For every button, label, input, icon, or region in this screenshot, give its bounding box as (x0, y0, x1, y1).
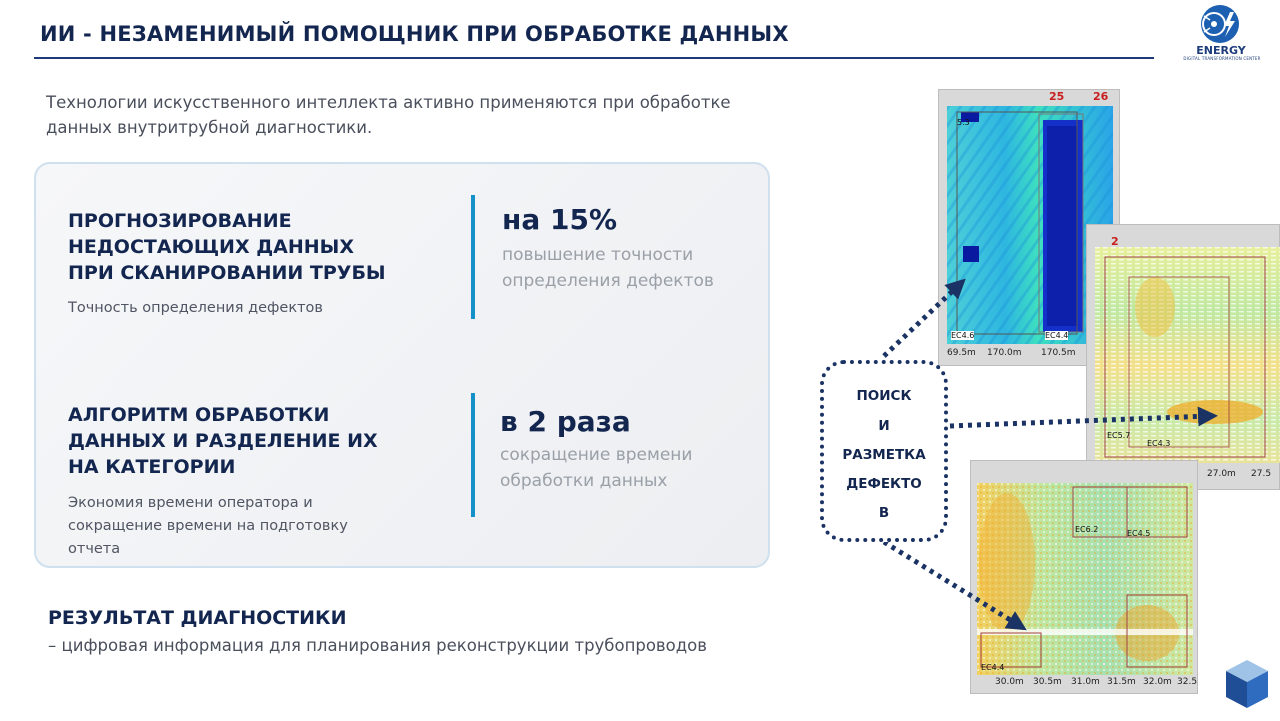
feature-1-value: на 15% (502, 203, 618, 236)
result-title: РЕЗУЛЬТАТ ДИАГНОСТИКИ (48, 607, 347, 629)
scan-defect-label: 5.3 (957, 118, 970, 127)
arrow-to-top-scan (882, 278, 966, 358)
scan-defect-label: EC4.3 (1147, 439, 1171, 448)
scan-image-bottom: EC6.2 EC4.5 EC4.4 30.0m 30.5m 31.0m 31.5… (970, 460, 1198, 694)
slide-title: ИИ - НЕЗАМЕНИМЫЙ ПОМОЩНИК ПРИ ОБРАБОТКЕ … (40, 22, 789, 46)
intro-line: Технологии искусственного интеллекта акт… (46, 93, 731, 112)
arrow-to-bottom-scan (882, 539, 1027, 631)
scan-defect-label: EC5.7 (1107, 431, 1131, 440)
scan-scale-label: 30.5m (1033, 677, 1062, 687)
cube-logo-icon (1226, 660, 1268, 708)
value-desc-line: обработки данных (500, 471, 668, 491)
feature-title-line: НЕДОСТАЮЩИХ ДАННЫХ (68, 236, 354, 258)
scan-marker: 25 (1049, 90, 1065, 103)
callout-line: РАЗМЕТКА (842, 447, 926, 463)
feature-title-line: ПРИ СКАНИРОВАНИИ ТРУБЫ (68, 262, 386, 284)
scan-scale-label: 31.0m (1071, 677, 1100, 687)
feature-subtitle-line: отчета (68, 541, 121, 557)
scan-scale-label: 170.0m (987, 348, 1022, 358)
scan-scale-label: 32.0m (1143, 677, 1172, 687)
scan-heatmap-middle (1095, 247, 1280, 463)
features-panel (34, 162, 770, 568)
callout-line: И (878, 418, 890, 434)
feature-2-subtitle: Экономия времени оператора и сокращение … (68, 492, 348, 561)
arrow-to-middle-scan (949, 406, 1218, 429)
feature-2-value-desc: сокращение времени обработки данных (500, 442, 692, 494)
callout-line: ДЕФЕКТО (846, 476, 922, 492)
feature-1-value-desc: повышение точности определения дефектов (502, 242, 714, 294)
feature-subtitle-line: Экономия времени оператора и (68, 495, 313, 511)
scan-scale-label: 27.5 (1251, 469, 1272, 479)
feature-1-title: ПРОГНОЗИРОВАНИЕ НЕДОСТАЮЩИХ ДАННЫХ ПРИ С… (68, 208, 386, 286)
feature-title-line: АЛГОРИТМ ОБРАБОТКИ (68, 404, 330, 426)
title-underline (34, 57, 1154, 59)
value-desc-line: определения дефектов (502, 271, 714, 291)
feature-title-line: НА КАТЕГОРИИ (68, 456, 236, 478)
feature-1-accent-bar (471, 195, 475, 319)
scan-marker: 2 (1111, 235, 1119, 248)
scan-scale-label: 170.5m (1041, 348, 1076, 358)
scan-defect-label: EC6.2 (1075, 525, 1099, 534)
feature-title-line: ПРОГНОЗИРОВАНИЕ (68, 210, 292, 232)
scan-scale-label: 30.0m (995, 677, 1024, 687)
defect-search-callout (820, 360, 948, 542)
feature-1-subtitle: Точность определения дефектов (68, 300, 323, 316)
intro-line: данных внутритрубной диагностики. (46, 118, 373, 137)
logo-subtitle: DIGITAL TRANSFORMATION CENTER (1183, 56, 1261, 61)
feature-subtitle-line: сокращение времени на подготовку (68, 518, 348, 534)
scan-heatmap-bottom (977, 483, 1193, 675)
scan-scale-label: 31.5m (1107, 677, 1136, 687)
scan-marker: 26 (1093, 90, 1109, 103)
energy-logo-icon (1201, 5, 1239, 43)
scan-image-top: 25 26 5.3 EC4.6 EC4.4 69.5m 170.0m 170.5… (938, 89, 1120, 366)
scan-image-middle: 2 EC5.7 EC4.3 27.0m 27.5 (1086, 224, 1280, 490)
scan-heatmap-top (947, 106, 1113, 344)
result-description: – цифровая информация для планирования р… (48, 636, 707, 655)
intro-text: Технологии искусственного интеллекта акт… (46, 90, 806, 140)
scan-defect-label: EC4.6 (951, 331, 975, 340)
scan-scale-label: 32.5 (1177, 677, 1198, 687)
callout-line: ПОИСК (856, 388, 912, 404)
feature-title-line: ДАННЫХ И РАЗДЕЛЕНИЕ ИХ (68, 430, 378, 452)
scan-scale-label: 69.5m (947, 348, 976, 358)
feature-2-title: АЛГОРИТМ ОБРАБОТКИ ДАННЫХ И РАЗДЕЛЕНИЕ И… (68, 402, 378, 480)
value-desc-line: повышение точности (502, 245, 694, 265)
callout-line: В (878, 505, 890, 521)
scan-defect-label: EC4.5 (1127, 529, 1151, 538)
value-desc-line: сокращение времени (500, 445, 693, 465)
dotted-arrows (882, 278, 1218, 631)
feature-2-value: в 2 раза (500, 405, 631, 438)
scan-defect-label: EC4.4 (981, 663, 1005, 672)
scan-scale-label: 27.0m (1207, 469, 1236, 479)
scan-defect-label: EC4.4 (1045, 331, 1069, 340)
feature-2-accent-bar (471, 393, 475, 517)
logo-wordmark: ENERGY (1196, 44, 1246, 57)
